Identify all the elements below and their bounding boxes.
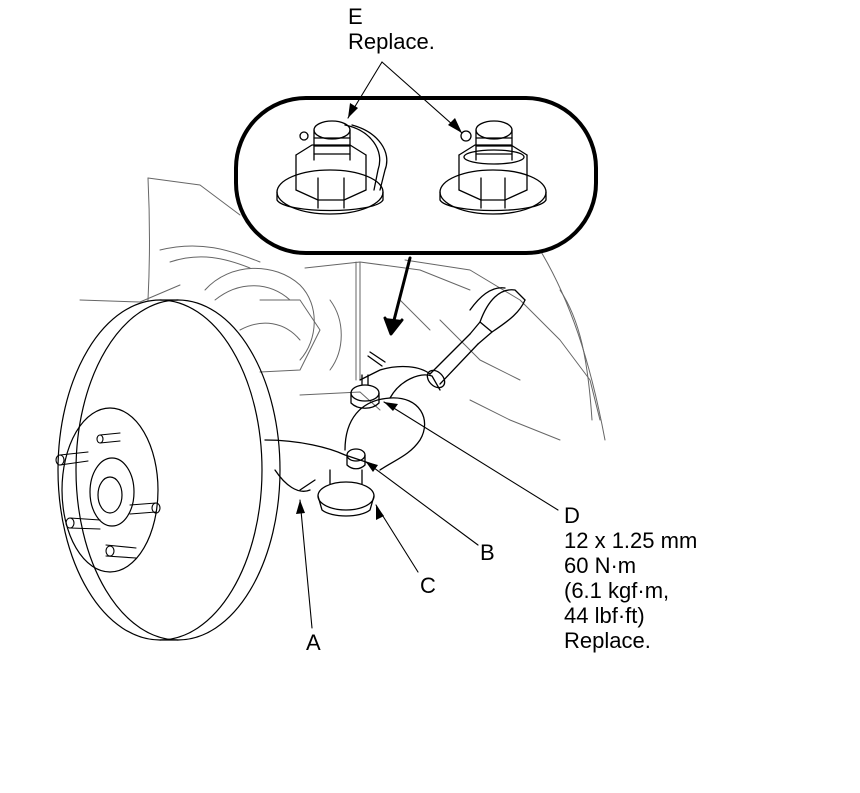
callout-e: E Replace. — [348, 4, 435, 54]
castle-nut-b — [346, 448, 366, 470]
callout-d-size: 12 x 1.25 mm — [564, 528, 698, 553]
steering-knuckle — [344, 374, 441, 471]
leader-lines — [299, 61, 559, 629]
leader-e-right — [381, 61, 463, 134]
leader-d — [383, 401, 559, 511]
leader-b — [365, 461, 479, 546]
tie-rod — [426, 287, 526, 389]
ball-joint — [317, 469, 375, 517]
zoom-box — [234, 96, 598, 255]
callout-d-torque-kgf: (6.1 kgf·m, — [564, 578, 670, 603]
castle-nut-pin-installed — [276, 120, 388, 215]
leader-a — [299, 499, 313, 629]
callout-d-letter: D — [564, 503, 580, 528]
wheel-studs — [55, 432, 161, 559]
callout-d-torque-lbf: 44 lbf·ft) — [564, 603, 645, 628]
callout-b: B — [480, 540, 495, 565]
brake-disc — [57, 299, 281, 641]
lower-arm — [264, 439, 376, 492]
callout-d-note: Replace. — [564, 628, 651, 653]
callout-e-letter: E — [348, 4, 363, 29]
arrowheads — [296, 103, 462, 520]
callout-e-note: Replace. — [348, 29, 435, 54]
body-outline — [79, 177, 606, 441]
castle-nut-pin-detached — [439, 120, 547, 215]
tie-rod-end — [350, 351, 431, 409]
callout-c: C — [420, 573, 436, 598]
zoom-pointer-arrow — [383, 256, 412, 336]
callout-a: A — [306, 630, 321, 655]
callout-d: D 12 x 1.25 mm 60 N·m (6.1 kgf·m, 44 lbf… — [564, 503, 697, 653]
callout-d-torque-nm: 60 N·m — [564, 553, 637, 578]
